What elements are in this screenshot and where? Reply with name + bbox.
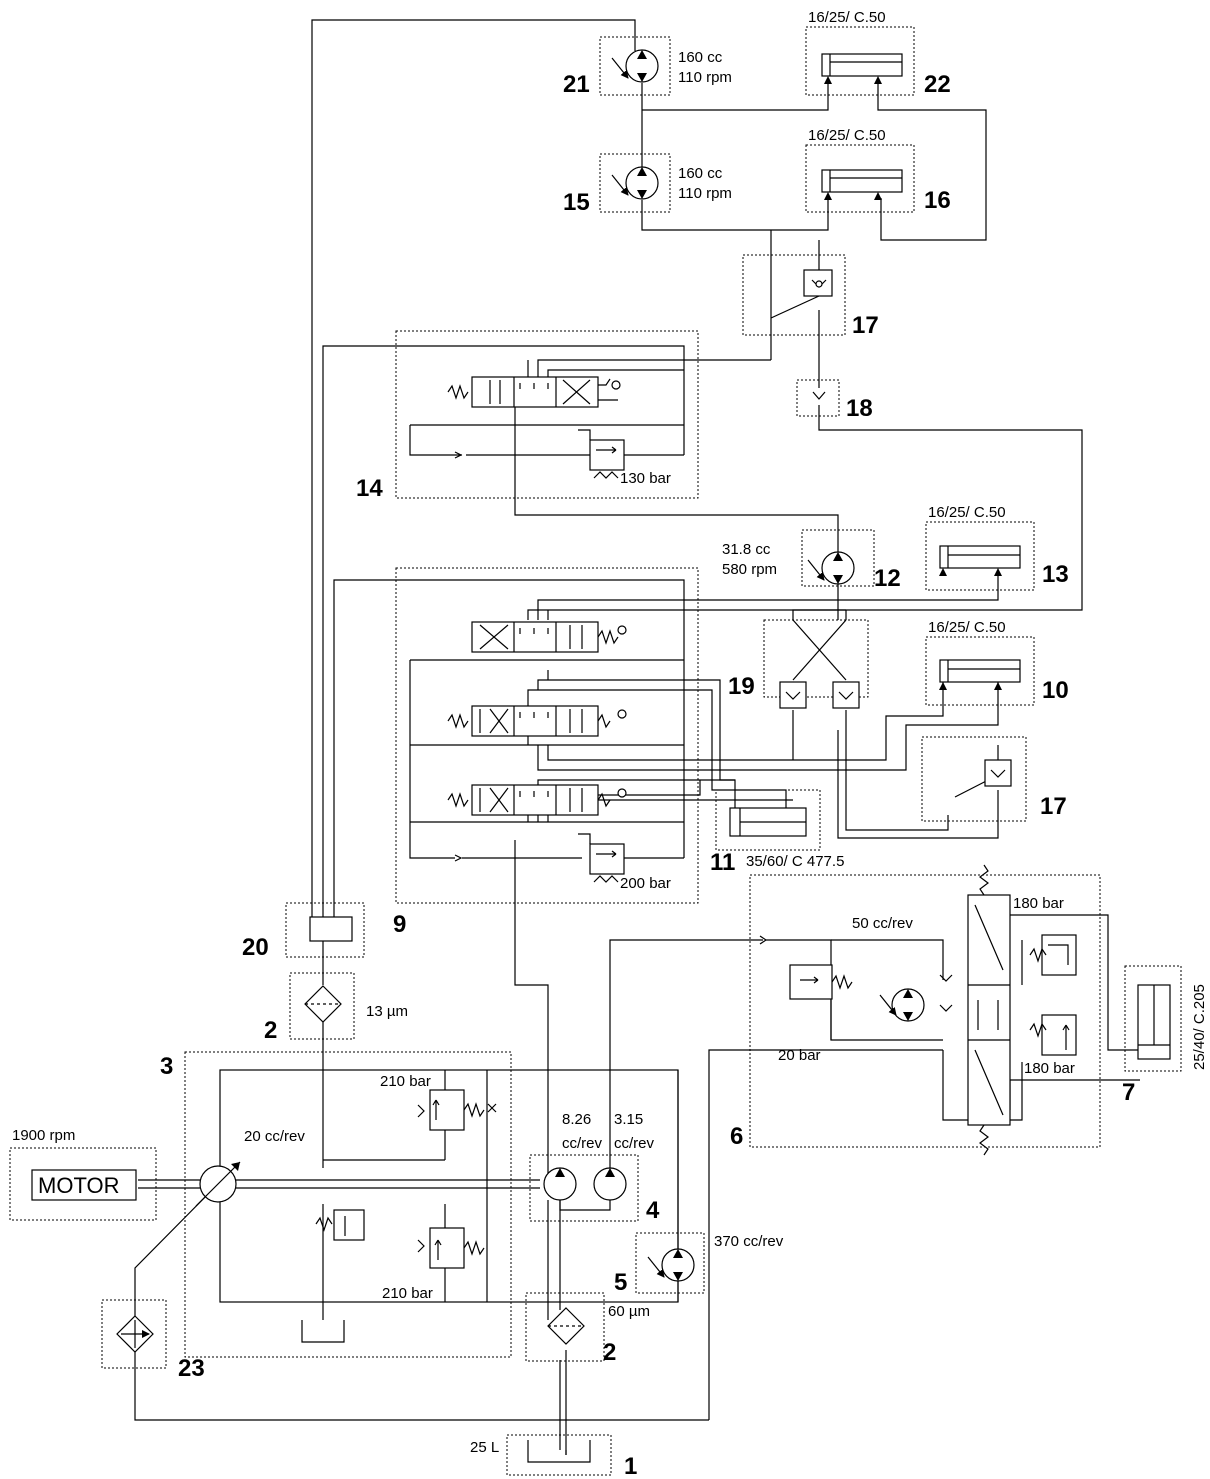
num-18: 18 bbox=[846, 395, 873, 422]
num-7: 7 bbox=[1122, 1079, 1135, 1106]
label-c6-motor: 50 cc/rev bbox=[852, 915, 913, 932]
num-10: 10 bbox=[1042, 677, 1069, 704]
num-6: 6 bbox=[730, 1123, 743, 1150]
num-2a: 2 bbox=[264, 1017, 277, 1044]
label-c6-top: 180 bar bbox=[1013, 895, 1064, 912]
labels: 160 cc 110 rpm 21 16/25/ C.50 22 160 cc … bbox=[12, 9, 1208, 1479]
num-3: 3 bbox=[160, 1053, 173, 1080]
num-20: 20 bbox=[242, 934, 269, 961]
label-c21-1: 160 cc bbox=[678, 49, 723, 66]
num-13: 13 bbox=[1042, 561, 1069, 588]
label-c2a: 13 µm bbox=[366, 1003, 408, 1020]
num-1: 1 bbox=[624, 1453, 637, 1479]
label-c4-a2: cc/rev bbox=[562, 1135, 603, 1152]
label-c12-1: 31.8 cc bbox=[722, 541, 771, 558]
num-5: 5 bbox=[614, 1269, 627, 1296]
label-c3-top: 210 bar bbox=[380, 1073, 431, 1090]
label-c3-bottom: 210 bar bbox=[382, 1285, 433, 1302]
label-c2b: 60 µm bbox=[608, 1303, 650, 1320]
label-c6-left: 20 bar bbox=[778, 1047, 821, 1064]
label-motor-speed: 1900 rpm bbox=[12, 1127, 75, 1144]
label-c11: 35/60/ C 477.5 bbox=[746, 853, 844, 870]
valve-9 bbox=[447, 621, 627, 883]
label-c6-bottom: 180 bar bbox=[1024, 1060, 1075, 1077]
component-boxes bbox=[9, 26, 1182, 1476]
label-c5: 370 cc/rev bbox=[714, 1233, 784, 1250]
label-c14: 130 bar bbox=[620, 470, 671, 487]
num-9: 9 bbox=[393, 911, 406, 938]
label-c1: 25 L bbox=[470, 1439, 499, 1456]
num-19: 19 bbox=[728, 673, 755, 700]
num-4: 4 bbox=[646, 1197, 660, 1224]
valve-14 bbox=[447, 376, 625, 479]
label-c21-2: 110 rpm bbox=[678, 69, 732, 86]
label-motor: MOTOR bbox=[38, 1173, 119, 1198]
label-c7: 25/40/ C.205 bbox=[1191, 984, 1208, 1070]
num-12: 12 bbox=[874, 565, 901, 592]
num-14: 14 bbox=[356, 475, 383, 502]
label-c15-1: 160 cc bbox=[678, 165, 723, 182]
num-23: 23 bbox=[178, 1355, 205, 1382]
label-c12-2: 580 rpm bbox=[722, 561, 777, 578]
num-15: 15 bbox=[563, 189, 590, 216]
label-c9: 200 bar bbox=[620, 875, 671, 892]
label-c4-b1: 3.15 bbox=[614, 1111, 643, 1128]
label-c10: 16/25/ C.50 bbox=[928, 619, 1006, 636]
symbols bbox=[31, 49, 1171, 1463]
label-c4-a1: 8.26 bbox=[562, 1111, 591, 1128]
label-c13: 16/25/ C.50 bbox=[928, 504, 1006, 521]
piping bbox=[134, 19, 1140, 1455]
num-11: 11 bbox=[710, 849, 735, 876]
num-16: 16 bbox=[924, 187, 951, 214]
label-c15-2: 110 rpm bbox=[678, 185, 732, 202]
label-c16: 16/25/ C.50 bbox=[808, 127, 886, 144]
num-21: 21 bbox=[563, 71, 590, 98]
num-17b: 17 bbox=[1040, 793, 1067, 820]
num-17a: 17 bbox=[852, 312, 879, 339]
label-c4-b2: cc/rev bbox=[614, 1135, 655, 1152]
label-c3-disp: 20 cc/rev bbox=[244, 1128, 305, 1145]
num-22: 22 bbox=[924, 71, 951, 98]
label-c22: 16/25/ C.50 bbox=[808, 9, 886, 26]
num-2b: 2 bbox=[603, 1339, 616, 1366]
